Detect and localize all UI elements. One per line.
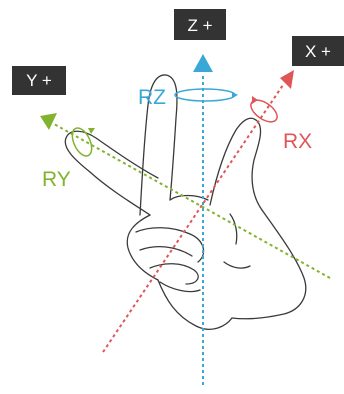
z-axis-label-box: Z + [174,9,226,40]
rz-label: RZ [138,86,166,109]
rx-label: RX [283,130,312,153]
z-axis-label: Z + [187,16,212,35]
y-rotation-arrow [88,128,95,134]
y-axis-label: Y + [26,71,52,90]
x-axis-label-box: X + [292,36,344,66]
z-rotation-arrow [232,92,238,98]
x-axis-label: X + [305,42,331,61]
y-axis-arrowhead [40,113,57,130]
y-axis-label-box: Y + [12,66,66,95]
ry-label: RY [42,168,71,191]
z-axis [175,54,238,385]
x-rotation-arrow [252,96,258,104]
x-axis [103,70,294,352]
z-rotation-ring [175,89,235,101]
hand-illustration [65,75,305,329]
z-axis-arrowhead [193,54,213,72]
x-axis-line [103,85,283,352]
